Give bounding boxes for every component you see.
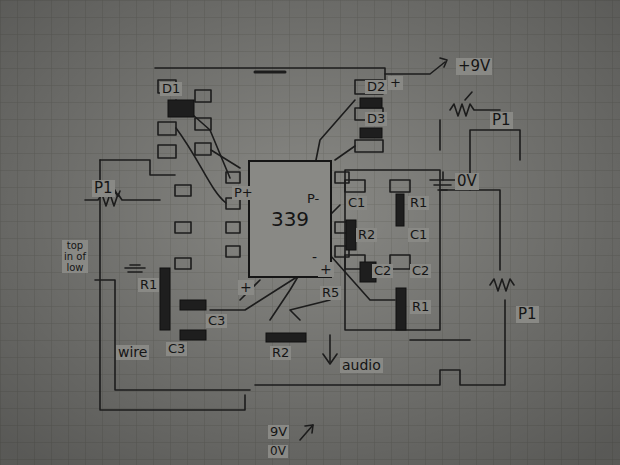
part-label: wire [116, 345, 149, 360]
part-label: C2 [372, 264, 393, 278]
chip-label: 339 [271, 207, 309, 231]
part-label: P1 [92, 180, 115, 197]
part-label: C3 [166, 342, 187, 356]
part-label: 0V [268, 445, 288, 458]
part-label: + [318, 262, 334, 277]
part-label: R2 [356, 228, 377, 242]
part-label: R1 [410, 300, 431, 314]
part-label: C2 [410, 264, 431, 278]
part-label: D3 [365, 112, 387, 126]
part-label: + [238, 280, 254, 295]
part-label: P+ [232, 186, 255, 200]
part-label: audio [340, 358, 383, 373]
part-label: R1 [138, 278, 159, 292]
part-label: P- [305, 192, 321, 206]
part-label: 0V [455, 173, 479, 190]
part-label: C1 [346, 196, 367, 210]
part-label: D1 [160, 82, 182, 96]
part-label: P1 [490, 112, 513, 129]
part-label: top in of low [62, 240, 88, 273]
chip-box: 339 [248, 160, 332, 278]
part-label: +9V [456, 58, 492, 75]
part-label: R1 [408, 196, 429, 210]
part-label: + [388, 76, 403, 90]
part-label: D2 [365, 80, 387, 94]
part-label: R2 [270, 346, 291, 360]
part-label: R5 [320, 286, 341, 300]
part-label: 9V [268, 425, 289, 439]
part-label: C3 [206, 314, 227, 328]
part-label: C1 [408, 228, 429, 242]
part-label: P1 [516, 306, 539, 323]
